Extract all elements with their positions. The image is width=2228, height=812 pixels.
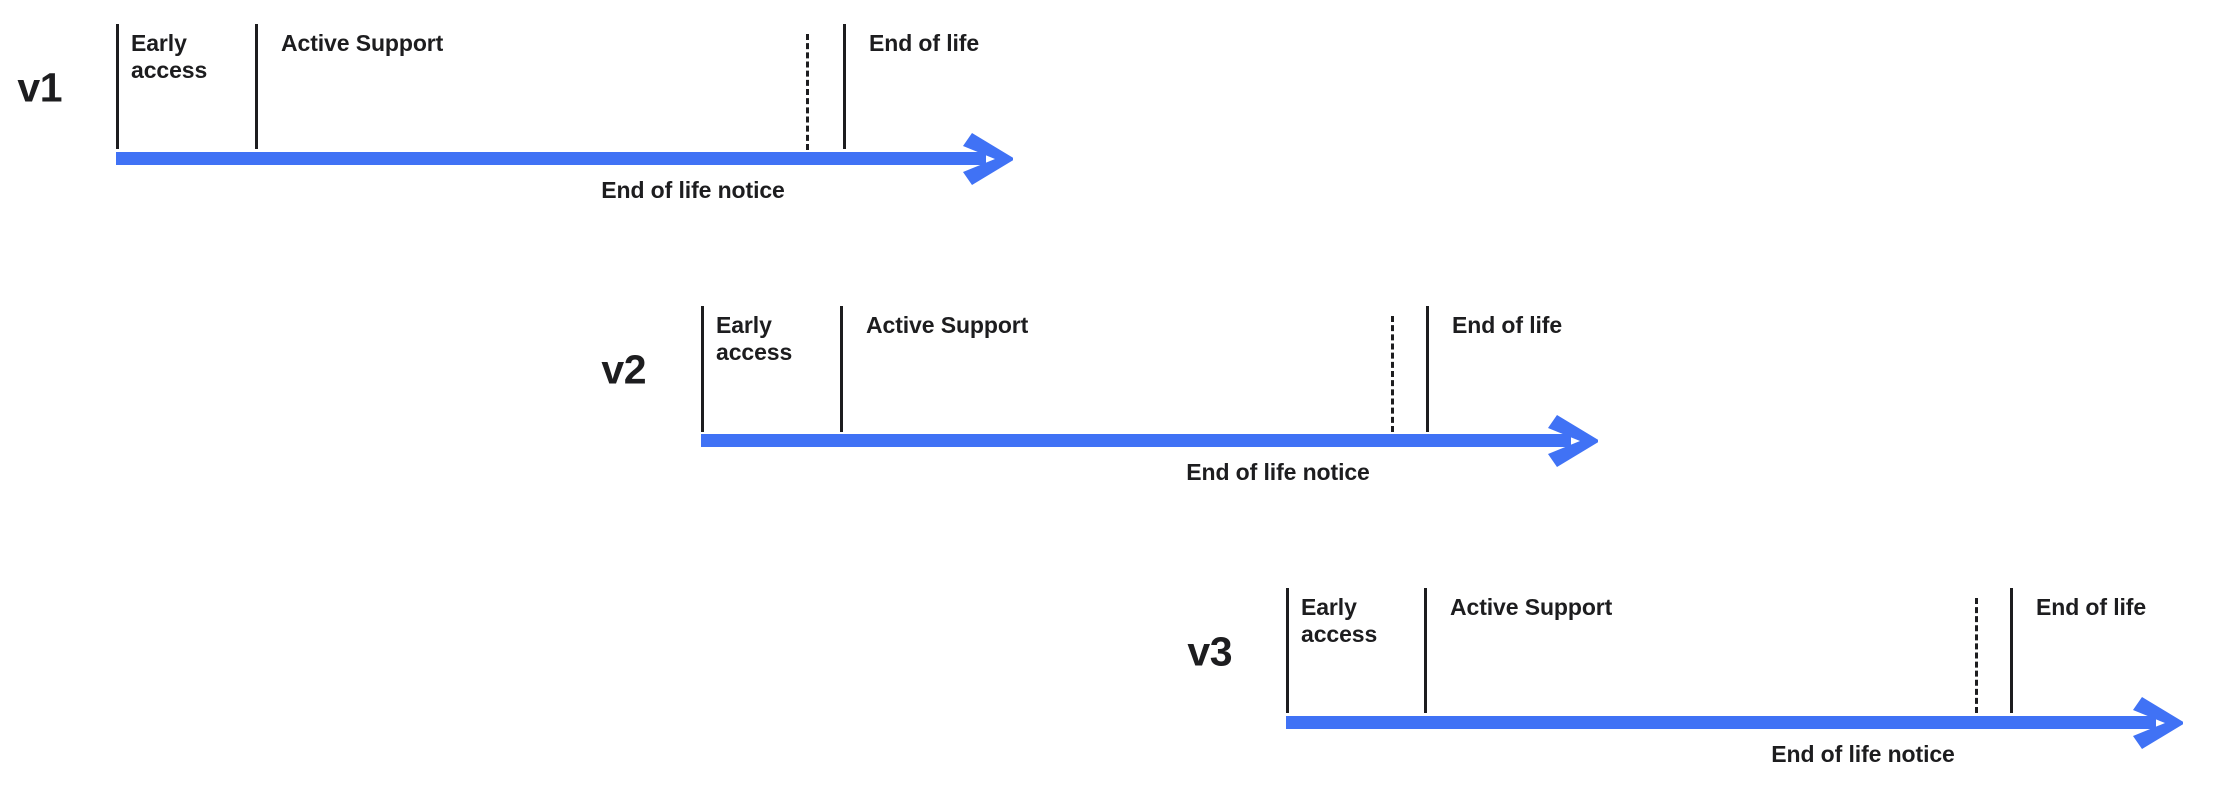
- timeline-bar-v2: [701, 434, 1571, 447]
- phase-divider-start-v2: [701, 306, 704, 432]
- phase-divider-active-support-v2: [840, 306, 843, 432]
- end-of-life-notice-marker-v3: [1975, 598, 1978, 713]
- timeline-bar-v3: [1286, 716, 2156, 729]
- phase-label-early-access-v2: Early access: [716, 312, 793, 365]
- end-of-life-notice-marker-v1: [806, 34, 809, 150]
- phase-label-active-support-v3: Active Support: [1450, 594, 1613, 620]
- end-of-life-notice-label-v3: End of life notice: [1771, 741, 1955, 767]
- phase-label-end-of-life-v3: End of life: [2036, 594, 2147, 620]
- timeline-bar-v1: [116, 152, 986, 165]
- end-of-life-notice-marker-v2: [1391, 316, 1394, 432]
- end-of-life-notice-label-v1: End of life notice: [601, 177, 785, 203]
- phase-label-early-access-v1: Early access: [131, 30, 208, 83]
- phase-divider-start-v3: [1286, 588, 1289, 713]
- phase-divider-active-support-v1: [255, 24, 258, 149]
- version-label-v3: v3: [1187, 628, 1232, 675]
- version-label-v2: v2: [601, 346, 646, 393]
- phase-label-end-of-life-v2: End of life: [1452, 312, 1563, 338]
- phase-divider-end-of-life-v1: [843, 24, 846, 149]
- phase-label-end-of-life-v1: End of life: [869, 30, 980, 56]
- version-label-v1: v1: [17, 64, 62, 111]
- phase-divider-start-v1: [116, 24, 119, 149]
- end-of-life-notice-label-v2: End of life notice: [1186, 459, 1370, 485]
- timeline-arrowhead-v3: [2130, 695, 2190, 751]
- timeline-arrowhead-v1: [960, 131, 1020, 187]
- phase-divider-end-of-life-v3: [2010, 588, 2013, 713]
- phase-label-early-access-v3: Early access: [1301, 594, 1378, 647]
- phase-divider-active-support-v3: [1424, 588, 1427, 713]
- timeline-arrowhead-v2: [1545, 413, 1605, 469]
- phase-divider-end-of-life-v2: [1426, 306, 1429, 432]
- phase-label-active-support-v2: Active Support: [866, 312, 1029, 338]
- phase-label-active-support-v1: Active Support: [281, 30, 444, 56]
